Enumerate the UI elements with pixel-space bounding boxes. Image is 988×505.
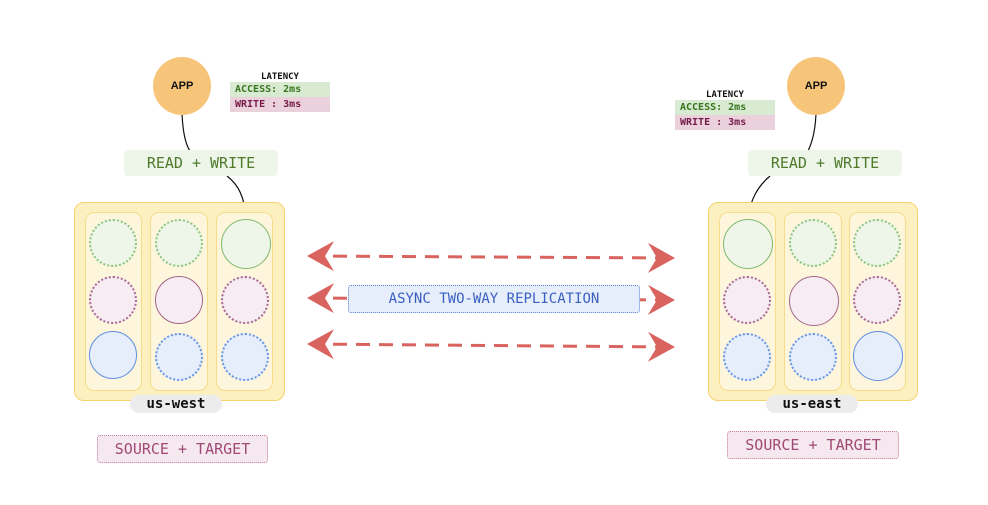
node-purple-replica bbox=[723, 276, 771, 324]
west-app-node: APP bbox=[153, 57, 211, 115]
latency-access: ACCESS: 2ms bbox=[675, 100, 775, 115]
node-purple-replica bbox=[221, 276, 269, 324]
app-label: APP bbox=[170, 80, 194, 92]
west-region bbox=[74, 202, 285, 401]
node-green-replica bbox=[789, 219, 837, 267]
latency-title: LATENCY bbox=[261, 72, 299, 82]
latency-write: WRITE : 3ms bbox=[675, 115, 775, 130]
east-latency-box: LATENCY ACCESS: 2ms WRITE : 3ms bbox=[675, 90, 775, 130]
west-column-2 bbox=[150, 212, 208, 391]
west-region-label: us-west bbox=[130, 395, 222, 413]
east-column-3 bbox=[849, 212, 906, 391]
node-green-replica bbox=[89, 219, 137, 267]
west-column-3 bbox=[216, 212, 273, 391]
node-blue-primary bbox=[89, 331, 137, 379]
east-role-label: SOURCE + TARGET bbox=[727, 431, 899, 459]
node-blue-replica bbox=[221, 333, 269, 381]
latency-title: LATENCY bbox=[706, 90, 744, 100]
node-blue-primary bbox=[853, 331, 903, 381]
node-green-replica bbox=[853, 219, 901, 267]
west-column-1 bbox=[85, 212, 142, 391]
latency-write: WRITE : 3ms bbox=[230, 97, 330, 112]
node-purple-replica bbox=[89, 276, 137, 324]
node-blue-replica bbox=[789, 333, 837, 381]
west-latency-box: LATENCY ACCESS: 2ms WRITE : 3ms bbox=[230, 72, 330, 112]
east-column-2 bbox=[784, 212, 842, 391]
node-blue-replica bbox=[155, 333, 203, 381]
node-green-primary bbox=[221, 219, 271, 269]
node-blue-replica bbox=[723, 333, 771, 381]
east-app-node: APP bbox=[787, 57, 845, 115]
east-column-1 bbox=[719, 212, 776, 391]
west-role-label: SOURCE + TARGET bbox=[97, 435, 268, 463]
node-purple-primary bbox=[155, 276, 203, 324]
node-purple-replica bbox=[853, 276, 901, 324]
west-read-write-label: READ + WRITE bbox=[124, 150, 278, 176]
east-read-write-label: READ + WRITE bbox=[748, 150, 902, 176]
east-region bbox=[708, 202, 918, 401]
app-label: APP bbox=[804, 80, 828, 92]
replication-label: ASYNC TWO-WAY REPLICATION bbox=[348, 285, 640, 313]
node-green-primary bbox=[723, 219, 773, 269]
node-purple-primary bbox=[789, 276, 839, 326]
latency-access: ACCESS: 2ms bbox=[230, 82, 330, 97]
east-region-label: us-east bbox=[766, 395, 858, 413]
node-green-replica bbox=[155, 219, 203, 267]
